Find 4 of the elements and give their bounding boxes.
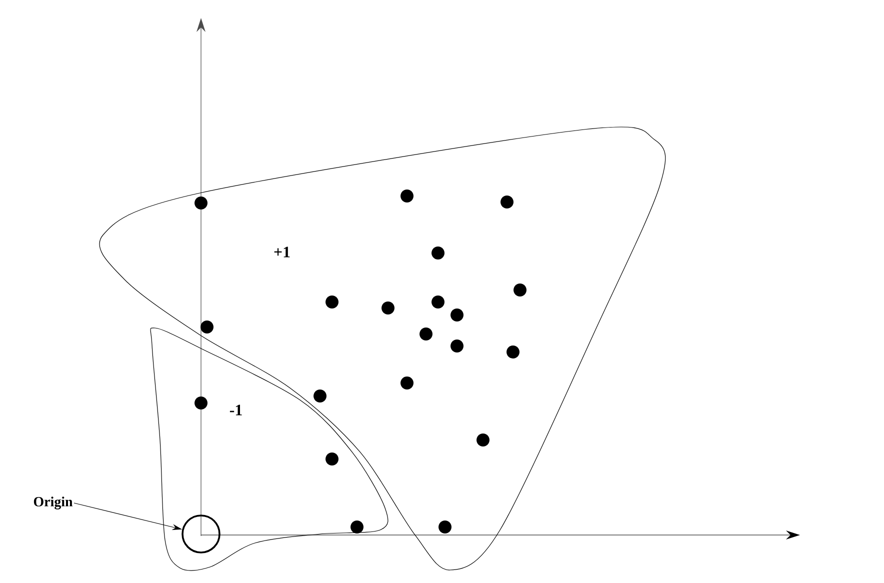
- origin-circle: [182, 514, 220, 554]
- region-label: +1: [274, 246, 290, 258]
- origin-label: Origin: [34, 496, 73, 510]
- region-label: -1: [230, 404, 242, 416]
